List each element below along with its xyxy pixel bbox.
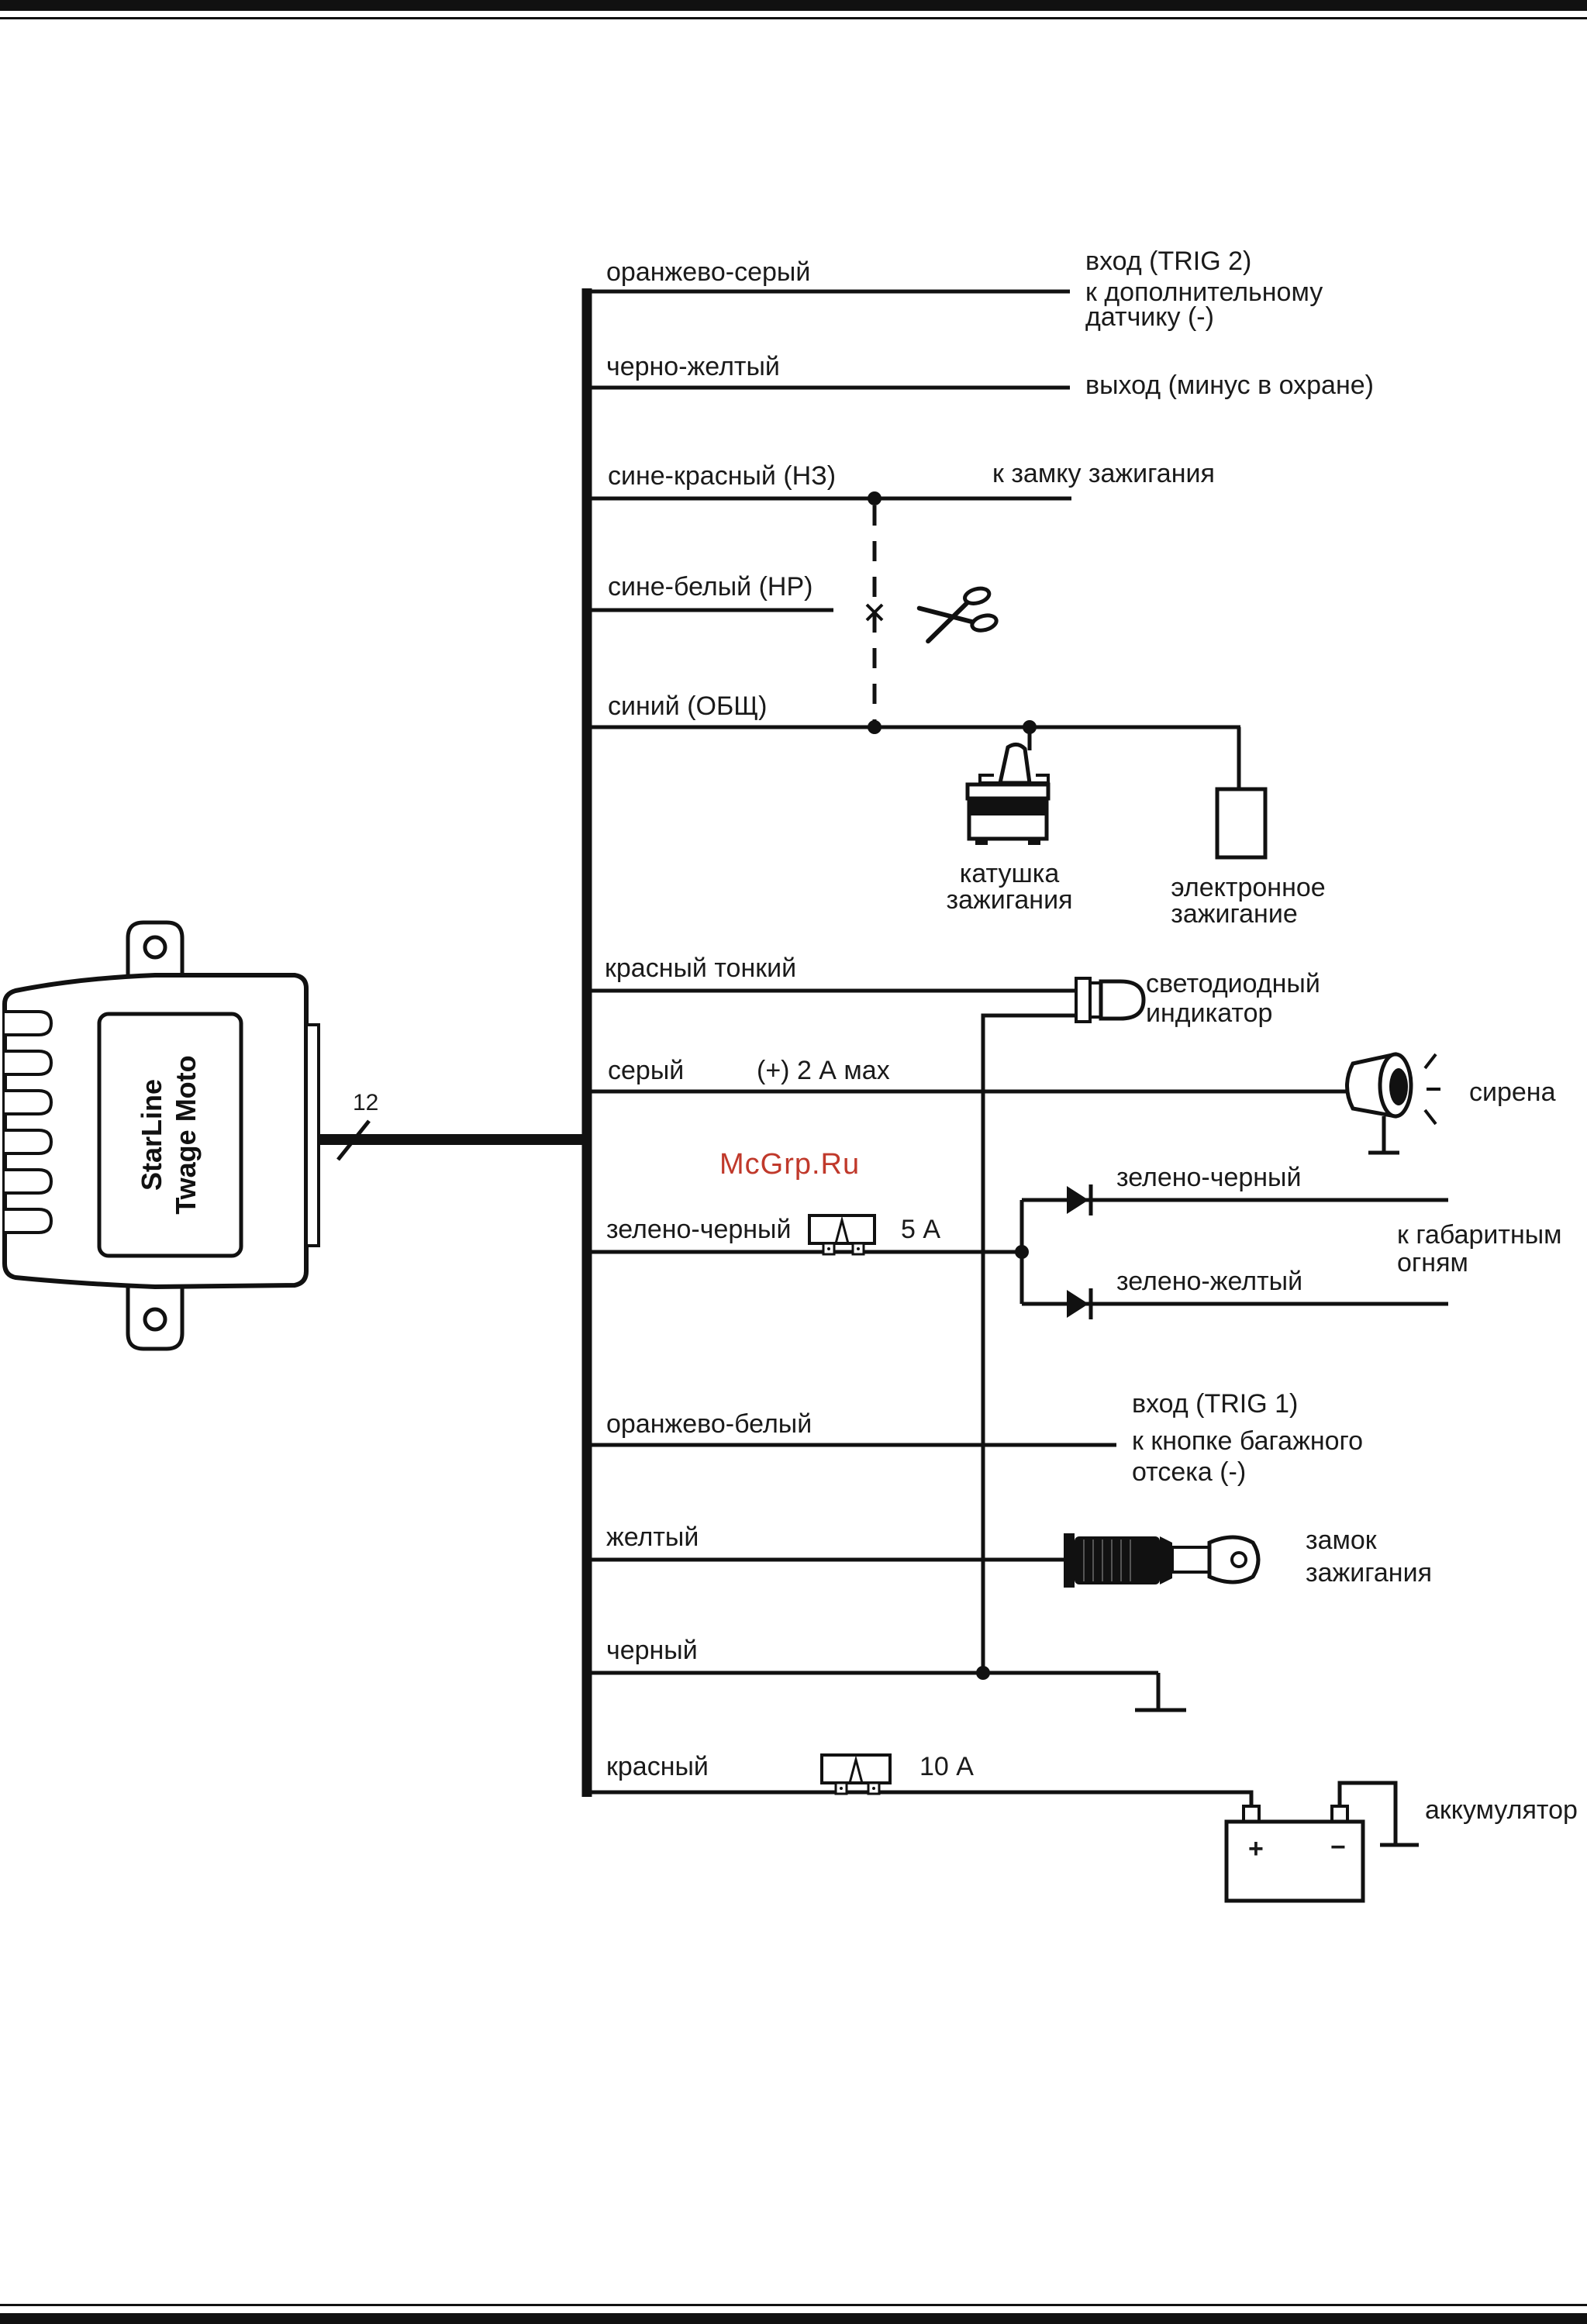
wire-label-black: черный [606, 1636, 698, 1665]
wire-label-blue: синий (ОБЩ) [608, 691, 767, 721]
battery-icon: + − аккумулятор [1224, 1781, 1578, 1903]
mount-ear-bottom [126, 1277, 185, 1351]
wire-label-black-yellow: черно-желтый [606, 352, 780, 381]
unit-label-panel [97, 1012, 243, 1258]
unit-model: Twage Moto [170, 1055, 202, 1214]
diode-upper: зелено-черный [1022, 1163, 1448, 1215]
top-border [0, 0, 1587, 11]
dest-trig1-line3: отсека (-) [1132, 1457, 1246, 1487]
wire-orange-white: оранжево-белый вход (TRIG 1) к кнопке ба… [587, 1389, 1363, 1487]
bottom-border-thin [0, 2304, 1587, 2306]
wire-black: черный [587, 1636, 1158, 1680]
wire-gray: серый (+) 2 А мах [587, 1056, 1349, 1094]
unit-ribs [5, 1010, 53, 1234]
dest-trig2-line2: к дополнительному [1085, 278, 1323, 307]
fuse-10a-rating: 10 А [919, 1752, 974, 1781]
battery-plus: + [1248, 1834, 1264, 1864]
siren-label: сирена [1469, 1078, 1556, 1107]
fuse-5a-icon [808, 1214, 876, 1256]
dest-output-armed: выход (минус в охране) [1085, 371, 1374, 400]
wire-label-gray: серый [608, 1056, 684, 1085]
cut-mark [865, 603, 884, 622]
lights-wire1-label: зелено-черный [1116, 1163, 1301, 1192]
ignition-lock-icon: замок зажигания [1064, 1526, 1432, 1588]
einj-label-line1: электронное [1171, 873, 1325, 902]
led-label-line1: светодиодный [1146, 969, 1320, 998]
einj-label-line2: зажигание [1171, 899, 1297, 929]
wire-red: красный 10 А [587, 1752, 1254, 1806]
battery-label: аккумулятор [1425, 1795, 1578, 1825]
dest-trig2-line1: вход (TRIG 2) [1085, 247, 1251, 276]
harness-slash [336, 1119, 371, 1161]
dest-trig2-line3: датчику (-) [1085, 302, 1214, 332]
fuse-10a-icon [820, 1753, 892, 1795]
dest-ignition-lock: к замку зажигания [992, 459, 1215, 488]
wire-label-blue-white: сине-белый (НР) [608, 572, 812, 602]
unit-connector [305, 1023, 320, 1247]
led-label-line2: индикатор [1146, 998, 1272, 1028]
coil-label-line1: катушка [960, 859, 1060, 888]
ignition-coil-icon: катушка зажигания [947, 727, 1073, 915]
alarm-unit: StarLine Twage Moto [2, 920, 320, 1351]
siren-icon: сирена [1345, 1052, 1556, 1155]
lights-wire2-label: зелено-желтый [1116, 1267, 1302, 1296]
lock-label-line2: зажигания [1306, 1558, 1432, 1588]
wire-label-red: красный [606, 1752, 709, 1781]
coil-label-line2: зажигания [947, 885, 1073, 915]
wire-blue-white: сине-белый (НР) [587, 572, 833, 612]
top-border-thin [0, 17, 1587, 19]
fuse-5a-rating: 5 А [901, 1215, 940, 1244]
lights-dest-line1: к габаритным [1397, 1220, 1562, 1250]
wire-red-thin: красный тонкий [587, 953, 1078, 1673]
wire-yellow: желтый [587, 1522, 1064, 1562]
wire-label-blue-red: сине-красный (НЗ) [608, 461, 836, 491]
led-indicator-icon: светодиодный индикатор [1075, 969, 1320, 1028]
unit-brand: StarLine [136, 1079, 167, 1191]
wire-label-orange-gray: оранжево-серый [606, 257, 810, 287]
dest-trig1-line1: вход (TRIG 1) [1132, 1389, 1298, 1419]
scissors-icon [916, 586, 999, 644]
lock-label-line1: замок [1306, 1526, 1378, 1555]
wire-blue-red: сине-красный (НЗ) к замку зажигания [587, 459, 1215, 505]
wire-label-orange-white: оранжево-белый [606, 1409, 812, 1439]
wire-black-yellow: черно-желтый выход (минус в охране) [587, 352, 1374, 400]
wire-blue-common: синий (ОБЩ) [587, 691, 1241, 789]
harness-pin-count: 12 [353, 1090, 378, 1115]
wire-green-black: зелено-черный 5 А [587, 1215, 1029, 1259]
mount-ear-top [126, 920, 185, 985]
bottom-border [0, 2313, 1587, 2324]
wire-orange-gray: оранжево-серый вход (TRIG 2) к дополните… [587, 247, 1323, 332]
electronic-ignition-icon: электронное зажигание [1171, 787, 1326, 929]
wire-label-red-thin: красный тонкий [605, 953, 796, 983]
wire-label-yellow: желтый [606, 1522, 699, 1552]
ground-icon [1135, 1673, 1186, 1712]
diode-lower: зелено-желтый [1022, 1267, 1448, 1319]
lights-dest-line2: огням [1397, 1248, 1468, 1278]
watermark: McGrp.Ru [719, 1148, 860, 1181]
wire-gray-rating: (+) 2 А мах [757, 1056, 890, 1085]
wire-label-green-black: зелено-черный [606, 1215, 791, 1244]
dest-trig1-line2: к кнопке багажного [1132, 1426, 1363, 1456]
battery-minus: − [1330, 1833, 1346, 1862]
